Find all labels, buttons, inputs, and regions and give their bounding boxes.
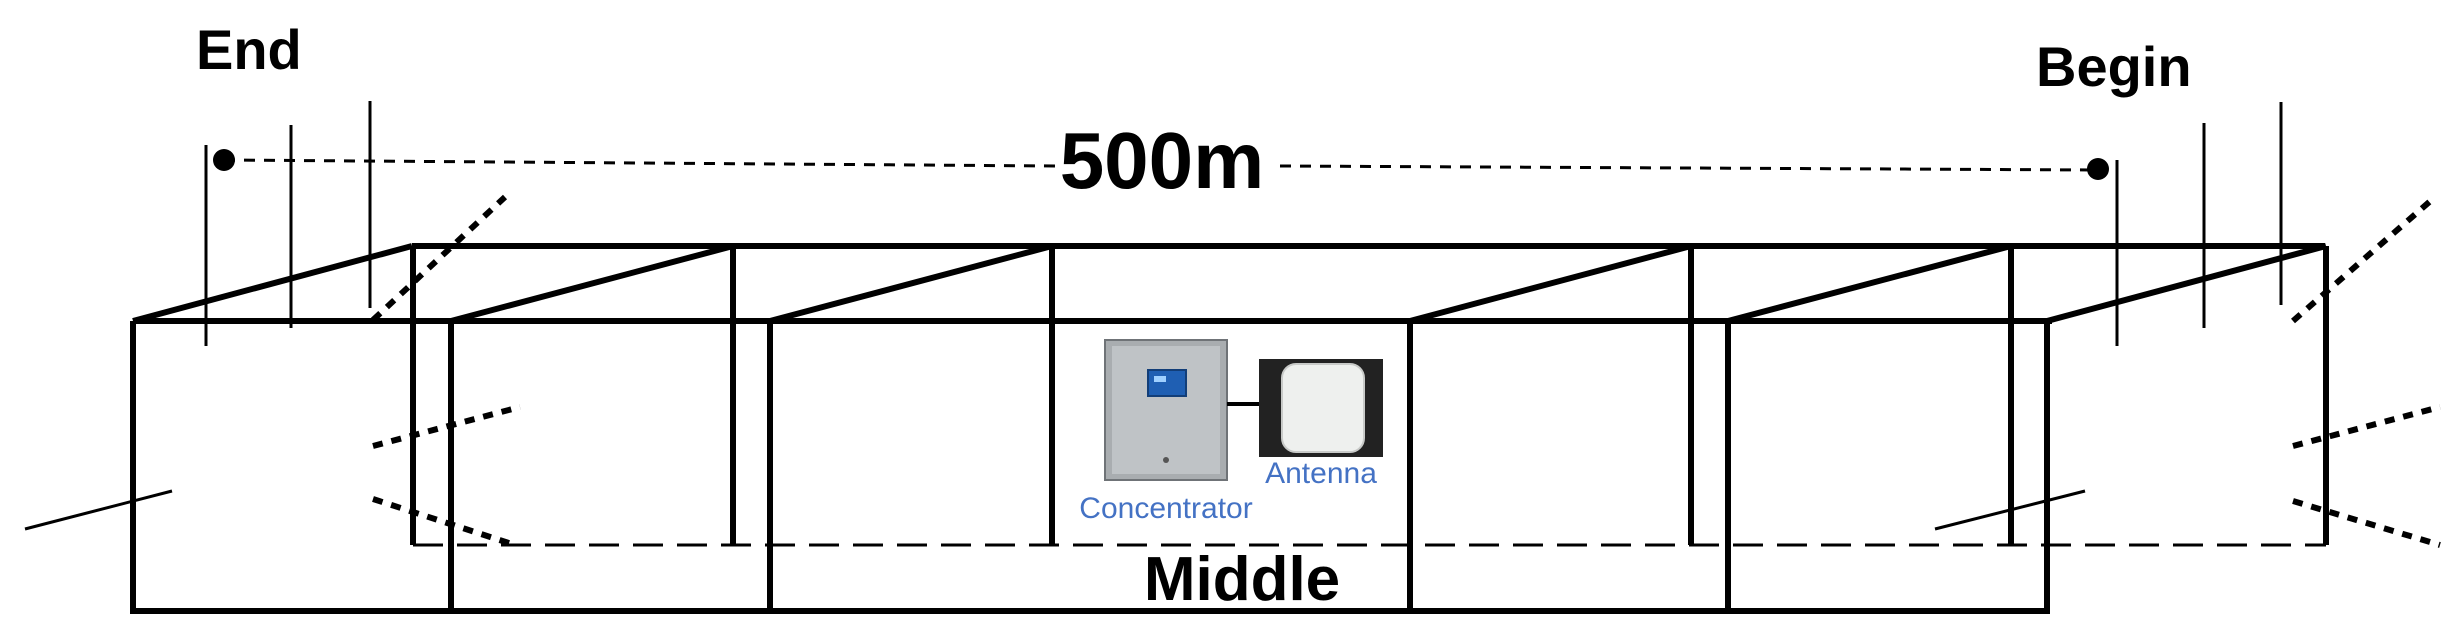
end-gantry-poles [204,101,372,346]
label-concentrator: Concentrator [1079,492,1252,525]
distance-indicator [213,149,2109,180]
label-antenna: Antenna [1265,457,1377,490]
end-continuation-lines [370,194,2441,548]
label-distance: 500m [1060,116,1265,205]
begin-point-marker [2087,158,2109,180]
front-frames [130,318,2052,614]
label-begin: Begin [2036,35,2192,98]
road-lines [24,489,2086,531]
begin-gantry-poles [2115,102,2283,346]
concentrator-device-icon [1104,339,1228,481]
antenna-panel-icon [1259,359,1383,457]
roof-slopes [132,243,2327,324]
end-point-marker [213,149,235,171]
label-middle: Middle [1144,545,1340,614]
label-end: End [196,18,302,81]
